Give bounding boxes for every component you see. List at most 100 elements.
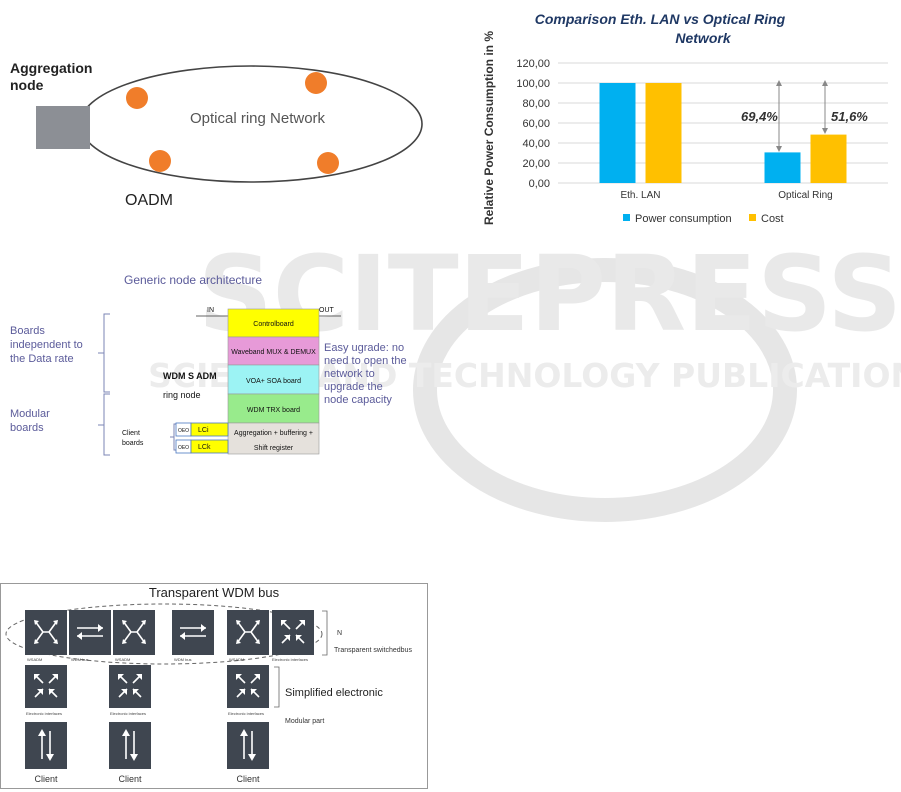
oadm-node: [317, 152, 339, 174]
y-tick-label: 100,00: [516, 78, 550, 90]
chart-y-axis-label: Relative Power Consumption in %: [482, 31, 496, 225]
simplified-electronic-label: Simplified electronic: [285, 687, 383, 699]
y-tick-label: 20,00: [522, 158, 550, 170]
chart-legend: Power consumption Cost: [623, 213, 784, 225]
tile-caption: WSADM: [27, 657, 42, 662]
node-arch-title: Generic node architecture: [124, 273, 262, 287]
client-label: Client: [236, 774, 260, 784]
switched-bus-bracket: [322, 610, 328, 656]
oeo-label: OEO: [178, 445, 189, 451]
in-label: IN: [207, 307, 214, 314]
arrow-head-icon: [776, 80, 782, 86]
switched-bus-label: Transparent switchedbus: [334, 647, 412, 654]
bar-cost: [645, 83, 682, 183]
y-tick-label: 60,00: [522, 118, 550, 130]
wdm-node-label: WDM S ADM: [163, 371, 217, 381]
tile-caption: WDM bus: [71, 657, 89, 662]
modular-part-label: Modular part: [285, 718, 324, 725]
chart-title: Network: [675, 30, 731, 46]
wdm-node-label: ring node: [163, 390, 201, 400]
modular-bracket: [98, 393, 110, 456]
aggregation-node: [36, 106, 90, 149]
legend-swatch-cost: [749, 214, 756, 221]
upgrade-note: Easy ugrade: no: [324, 342, 404, 354]
aggregation-board: [227, 422, 320, 455]
waveband-board-label: Waveband MUX & DEMUX: [231, 349, 316, 356]
tile-caption: WDM bus: [174, 657, 192, 662]
x-tick-label: Optical Ring: [778, 190, 832, 201]
oadm-node: [305, 72, 327, 94]
ring-label: Optical ring Network: [190, 110, 326, 127]
control-board: [227, 308, 320, 338]
x-tick-label: Eth. LAN: [620, 190, 660, 201]
wdm-bus-diagram: Transparent WDM bus WSADM WDM bus WSADM …: [0, 583, 428, 789]
electronic-tile: [227, 665, 269, 708]
tile-caption: WSADM: [115, 657, 130, 662]
transparent-bus-ellipse: [5, 603, 323, 665]
voa-board-label: VOA+ SOA board: [246, 378, 301, 385]
client-boards-label: Client: [122, 430, 140, 437]
y-tick-label: 0,00: [529, 178, 550, 190]
tile-caption: Electronic interfaces: [272, 657, 308, 662]
chart-x-ticks: Eth. LAN Optical Ring: [620, 190, 832, 201]
client-tile: [25, 722, 67, 769]
client-label: Client: [118, 774, 142, 784]
bar-power: [599, 83, 636, 183]
y-tick-label: 120,00: [516, 58, 550, 70]
boards-bracket: [98, 313, 110, 393]
upgrade-note: need to open the: [324, 355, 407, 367]
aggregation-label: Aggregation: [10, 60, 92, 76]
client-label: Client: [34, 774, 58, 784]
modular-part-bracket: [274, 666, 280, 708]
tile-caption: Electronic interfaces: [228, 711, 264, 716]
arrow-head-icon: [776, 146, 782, 152]
y-tick-label: 80,00: [522, 98, 550, 110]
bar-power: [764, 152, 801, 183]
waveband-board: [227, 336, 320, 366]
oeo-label: OEO: [178, 428, 189, 434]
watermark-ring: [413, 258, 797, 522]
client-tile: [227, 722, 269, 769]
legend-label-power: Power consumption: [635, 213, 732, 225]
line-card: [190, 439, 229, 454]
boards-label: the Data rate: [10, 353, 74, 365]
oadm-node: [149, 150, 171, 172]
modular-label: Modular: [10, 408, 50, 420]
electronic-tile: [272, 610, 314, 655]
aggregation-board-label: Aggregation + buffering +: [234, 430, 313, 437]
line-card: [190, 422, 229, 437]
boards-label: independent to: [10, 339, 83, 351]
boards-label: Boards: [10, 325, 45, 337]
power-reduction-label: 69,4%: [741, 109, 778, 124]
out-label: OUT: [319, 307, 335, 314]
node-architecture: Generic node architecture Boards indepen…: [10, 273, 407, 456]
client-tile: [109, 722, 151, 769]
electronic-tile: [25, 665, 67, 708]
chart-bars: [599, 83, 847, 183]
upgrade-note: node capacity: [324, 394, 392, 406]
electronic-tile: [109, 665, 151, 708]
trx-board-label: WDM TRX board: [247, 407, 300, 414]
oadm-label: OADM: [125, 192, 173, 209]
aggregation-board-label: Shift register: [254, 445, 294, 452]
n-label: N: [337, 630, 342, 637]
chart-annotations: 69,4% 51,6%: [741, 80, 868, 152]
y-tick-label: 40,00: [522, 138, 550, 150]
wdm-bus-tile: [172, 610, 214, 655]
ring-diagram: Aggregation node Optical ring Network OA…: [10, 60, 423, 209]
comparison-chart: Comparison Eth. LAN vs Optical Ring Netw…: [482, 11, 888, 225]
chart-y-ticks: 0,00 20,00 40,00 60,00 80,00 100,00 120,00: [516, 58, 550, 190]
chart-title: Comparison Eth. LAN vs Optical Ring: [535, 11, 786, 27]
cost-reduction-label: 51,6%: [831, 109, 868, 124]
modular-label: boards: [10, 422, 44, 434]
client-boards-label: boards: [122, 440, 144, 447]
bus-title: Transparent WDM bus: [149, 585, 280, 600]
tile-caption: WSADM: [229, 657, 244, 662]
aggregation-label: node: [10, 77, 44, 93]
tile-caption: Electronic interfaces: [110, 711, 146, 716]
legend-label-cost: Cost: [761, 213, 784, 225]
control-board-label: Controlboard: [253, 321, 294, 328]
tile-caption: Electronic interfaces: [26, 711, 62, 716]
line-card-label: LCi: [198, 427, 209, 434]
wdm-bus-tile: [69, 610, 111, 655]
